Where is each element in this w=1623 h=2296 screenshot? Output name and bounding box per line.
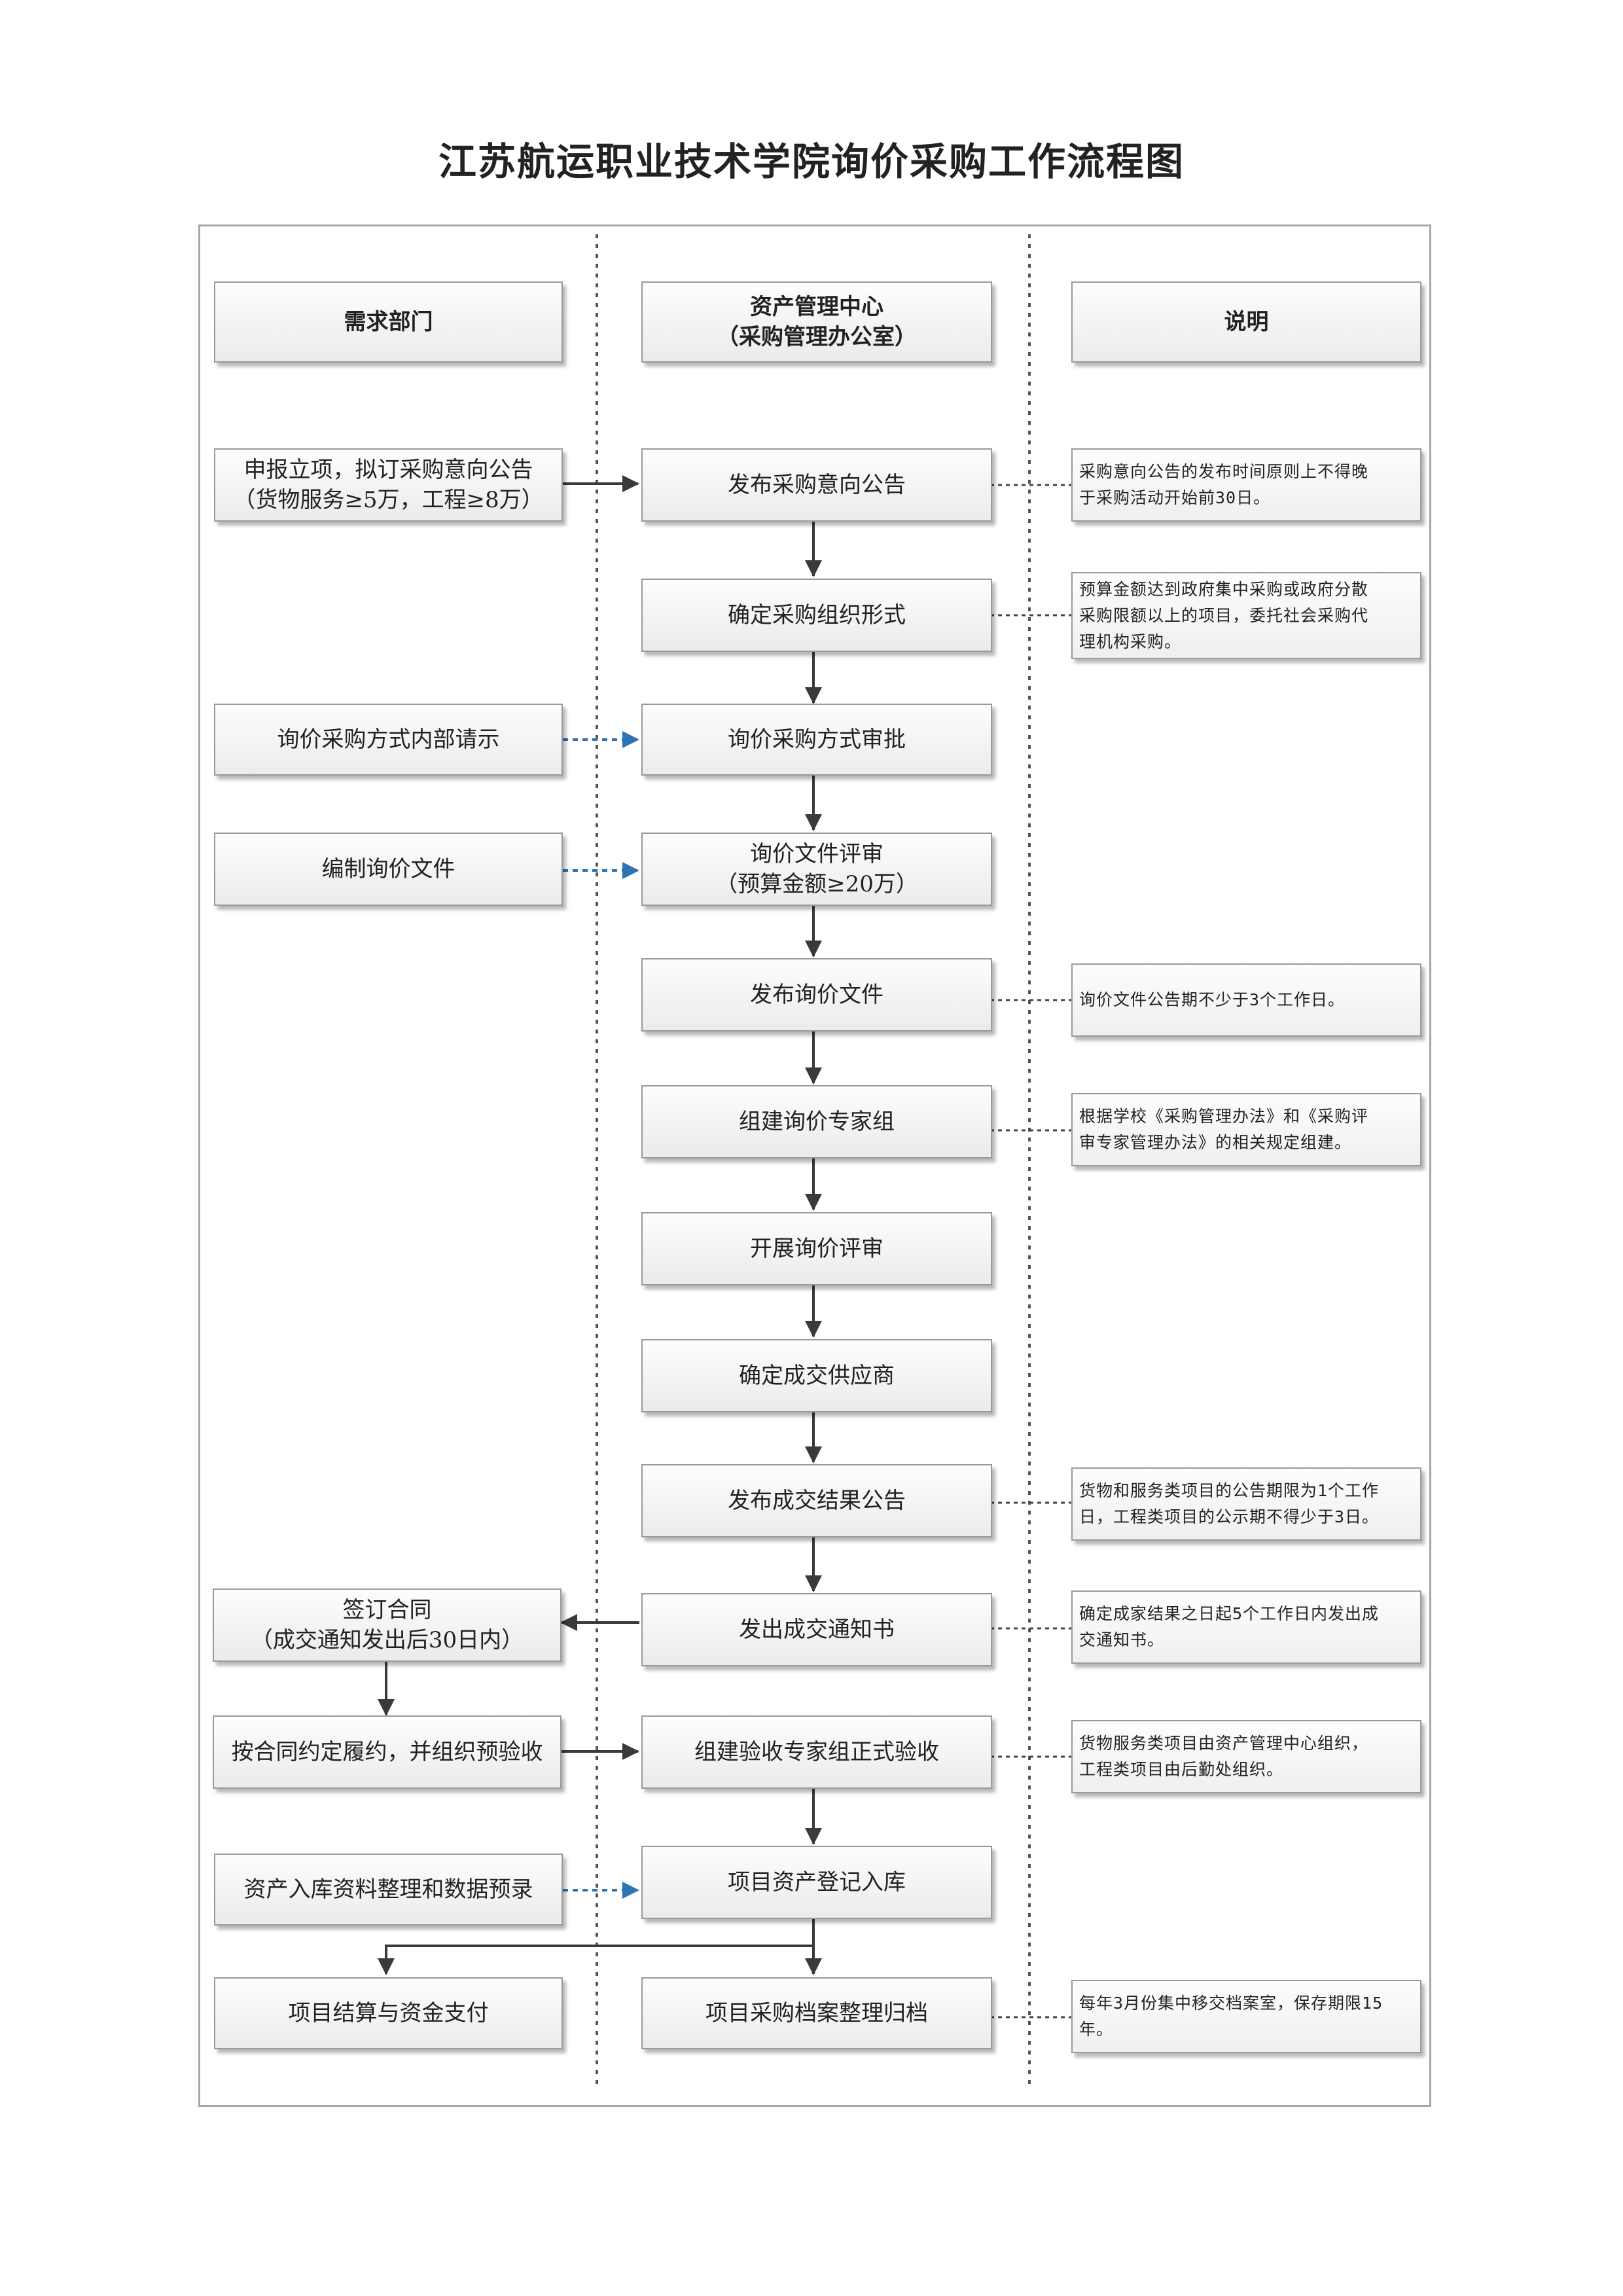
note-org-form: 预算金额达到政府集中采购或政府分散采购限额以上的项目，委托社会采购代理机构采购。 [1071,572,1421,659]
step-expert-group[interactable]: 组建询价专家组 [641,1085,992,1158]
step-apply-project[interactable]: 申报立项，拟订采购意向公告 （货物服务≥5万，工程≥8万） [214,448,563,522]
step-evaluation[interactable]: 开展询价评审 [641,1212,992,1285]
step-perform-contract[interactable]: 按合同约定履约，并组织预验收 [213,1715,562,1789]
step-inquiry-request[interactable]: 询价采购方式内部请示 [214,704,563,776]
step-archive[interactable]: 项目采购档案整理归档 [641,1977,992,2049]
step-doc-review[interactable]: 询价文件评审 （预算金额≥20万） [641,833,992,906]
header-asset-center: 资产管理中心 （采购管理办公室） [641,281,992,363]
header-notes: 说明 [1071,281,1421,363]
step-publish-docs[interactable]: 发布询价文件 [641,958,992,1031]
note-acceptance-org: 货物服务类项目由资产管理中心组织，工程类项目由后勤处组织。 [1071,1720,1421,1793]
step-select-supplier[interactable]: 确定成交供应商 [641,1339,992,1412]
step-send-notice[interactable]: 发出成交通知书 [641,1593,992,1666]
step-publish-result[interactable]: 发布成交结果公告 [641,1464,992,1537]
step-publish-intent[interactable]: 发布采购意向公告 [641,448,992,522]
step-asset-register[interactable]: 项目资产登记入库 [641,1846,992,1919]
diagram-frame [198,224,1431,2107]
note-intent-timing: 采购意向公告的发布时间原则上不得晚于采购活动开始前30日。 [1071,448,1421,522]
header-demand-dept: 需求部门 [214,281,563,363]
step-org-form[interactable]: 确定采购组织形式 [641,579,992,652]
arrow-register-to-settlement [378,1945,813,1975]
note-result-period: 货物和服务类项目的公告期限为1个工作日，工程类项目的公示期不得少于3日。 [1071,1467,1421,1541]
note-notice-timing: 确定成家结果之日起5个工作日内发出成交通知书。 [1071,1590,1421,1664]
step-compile-docs[interactable]: 编制询价文件 [214,833,563,906]
step-acceptance[interactable]: 组建验收专家组正式验收 [641,1715,992,1789]
step-approval[interactable]: 询价采购方式审批 [641,704,992,776]
step-sign-contract[interactable]: 签订合同 （成交通知发出后30日内） [213,1588,562,1662]
step-settlement[interactable]: 项目结算与资金支付 [214,1977,563,2049]
step-asset-data[interactable]: 资产入库资料整理和数据预录 [214,1854,563,1926]
page-title: 江苏航运职业技术学院询价采购工作流程图 [438,139,1185,184]
note-publish-period: 询价文件公告期不少于3个工作日。 [1071,963,1421,1037]
note-expert-rules: 根据学校《采购管理办法》和《采购评审专家管理办法》的相关规定组建。 [1071,1093,1421,1166]
